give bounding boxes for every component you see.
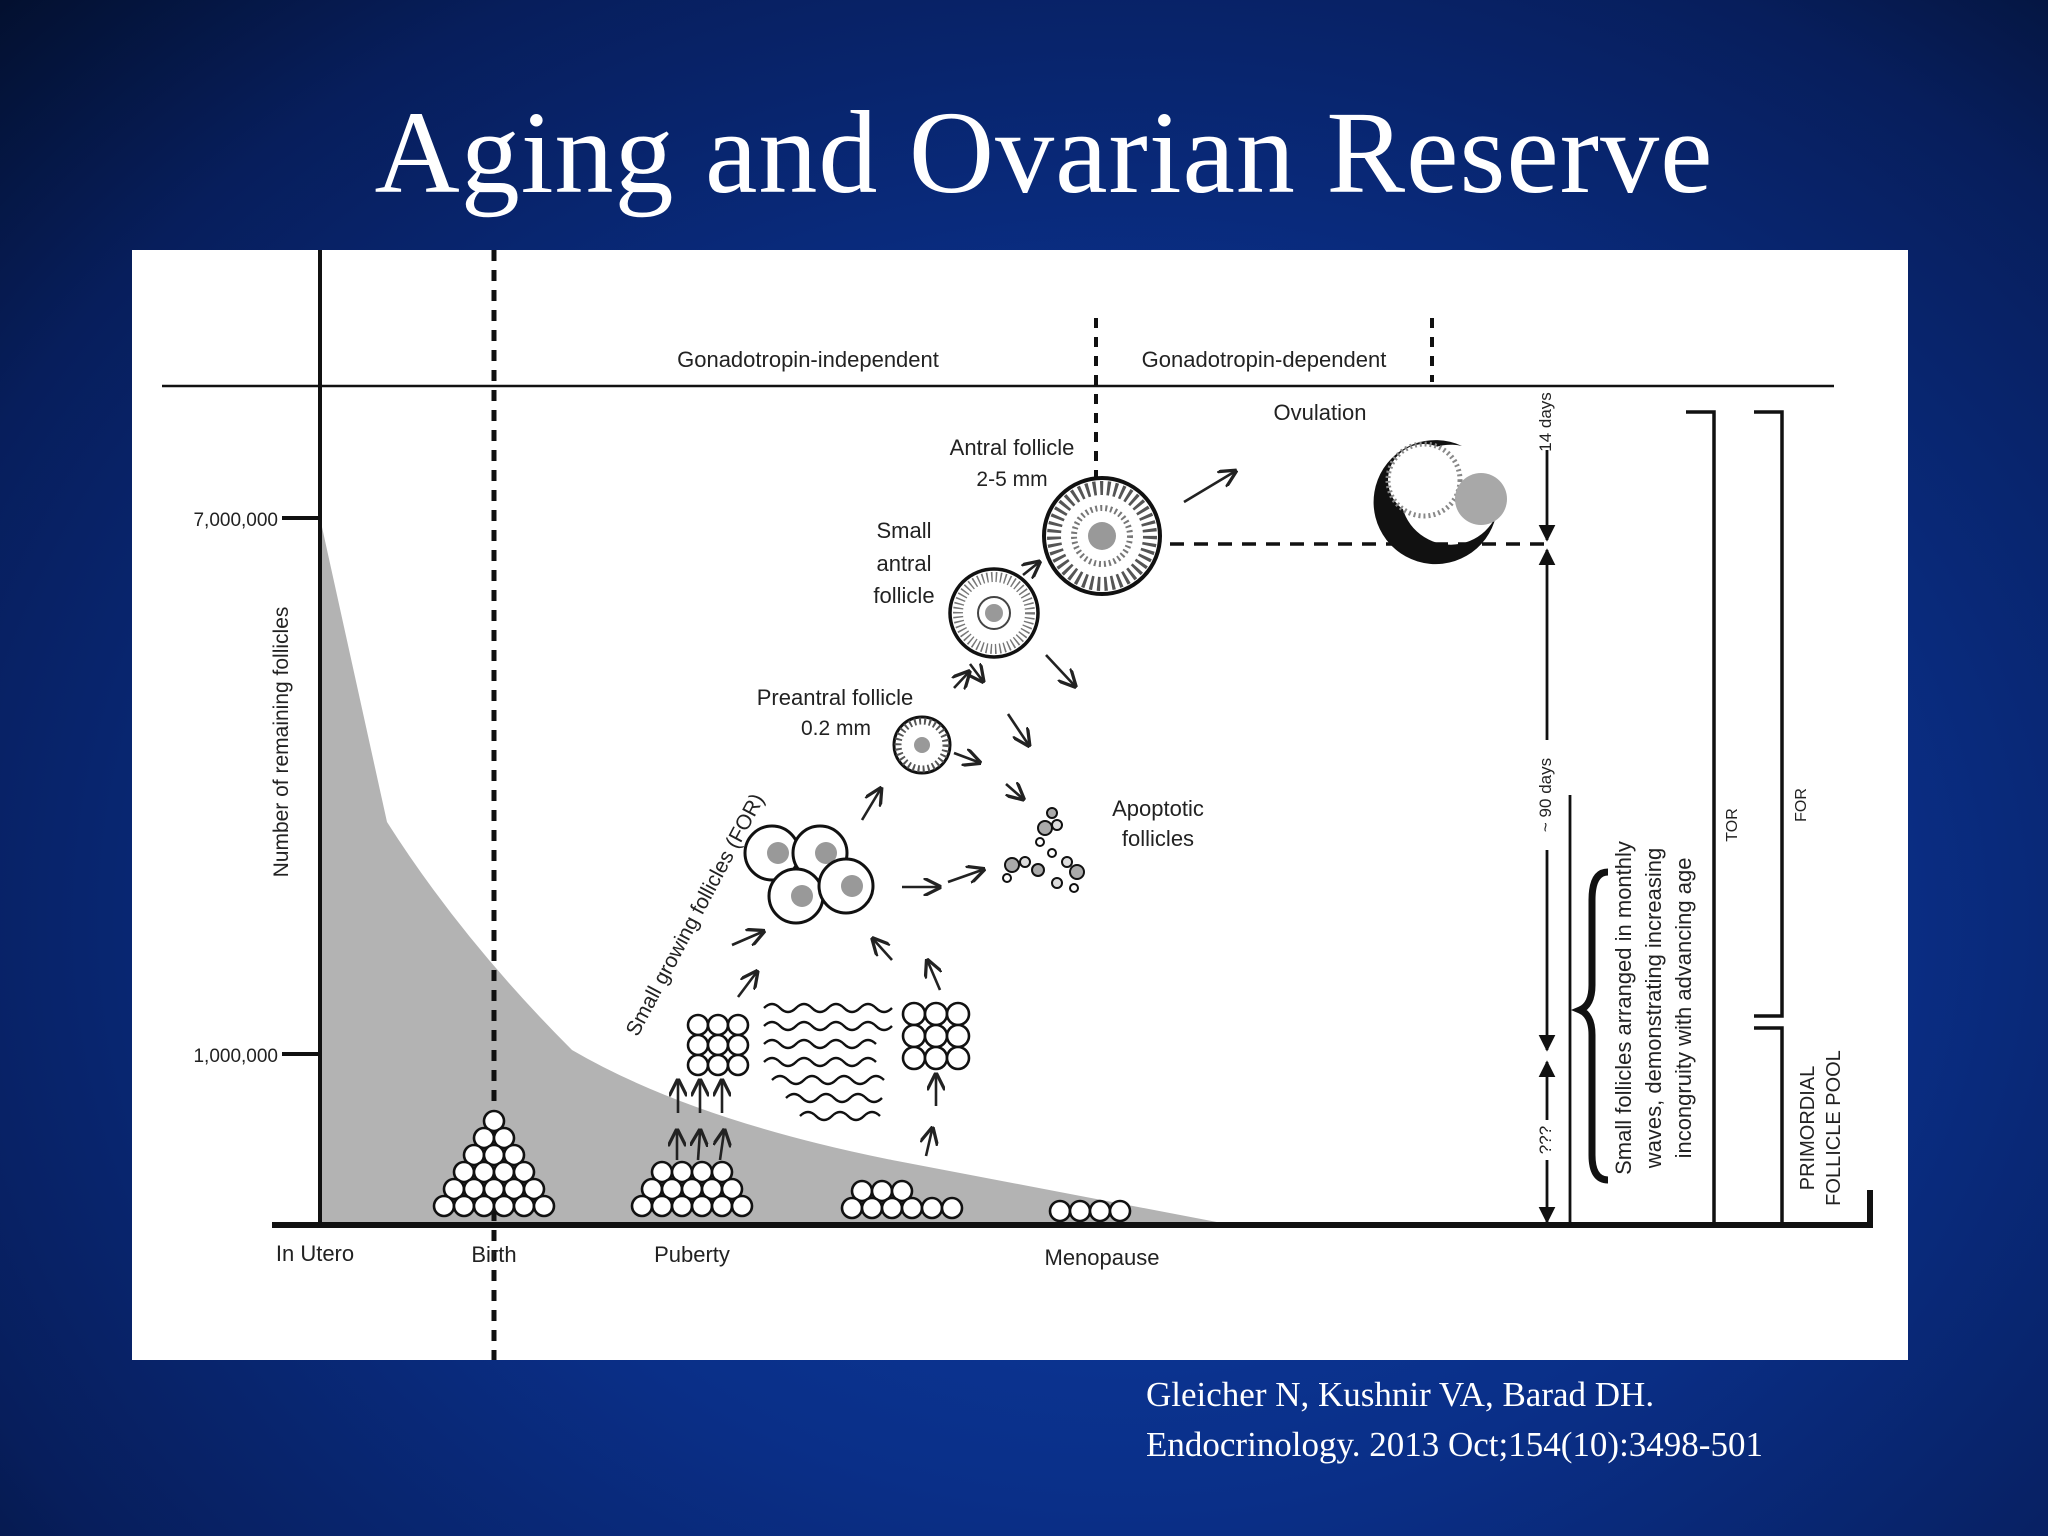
x-label-birth: Birth (471, 1242, 516, 1267)
small-growing-follicles (743, 824, 875, 925)
diagram-panel: 7,000,000 1,000,000 Number of remaining … (132, 250, 1908, 1360)
x-label-puberty: Puberty (654, 1242, 730, 1267)
primordial-pool-puberty (630, 1160, 754, 1218)
progression-arrows (677, 472, 1234, 1161)
follicle-decline-area (320, 518, 1222, 1223)
primordial-pool-label-1: PRIMORDIAL (1797, 1066, 1819, 1190)
antral-follicle (1042, 476, 1162, 596)
tor-bracket (1686, 410, 1716, 1225)
recruited-cluster-left (686, 1013, 750, 1077)
small-antral-label-3: follicle (873, 583, 934, 608)
timeline-unknown: ??? (1536, 1126, 1555, 1154)
x-label-menopause: Menopause (1045, 1245, 1160, 1270)
note-line-2: waves, demonstrating increasing (1641, 848, 1666, 1169)
timeline-14-days: 14 days (1536, 392, 1555, 452)
preantral-label-1: Preantral follicle (757, 685, 914, 710)
for-label: FOR (1793, 788, 1810, 822)
apoptotic-follicles (1002, 807, 1085, 893)
small-antral-follicle (948, 567, 1040, 659)
primordial-pool-mid (840, 1179, 964, 1220)
antral-label-1: Antral follicle (950, 435, 1075, 460)
primordial-pool-label-2: FOLLICLE POOL (1823, 1050, 1845, 1206)
y-tick-high: 7,000,000 (193, 510, 278, 531)
small-antral-label-1: Small (876, 518, 931, 543)
wavy-lines (763, 1002, 893, 1122)
recruited-cluster-right (901, 1001, 971, 1071)
slide-title: Aging and Ovarian Reserve (374, 87, 1714, 218)
tor-label: TOR (1724, 808, 1741, 841)
apoptotic-label-1: Apoptotic (1112, 796, 1204, 821)
ovulation-follicle (1373, 440, 1507, 565)
follicle-diagram: 7,000,000 1,000,000 Number of remaining … (162, 250, 1873, 1360)
apoptotic-label-2: follicles (1122, 826, 1194, 851)
citation: Gleicher N, Kushnir VA, Barad DH. Endocr… (1146, 1370, 1763, 1470)
timeline-arrows (1538, 450, 1572, 1225)
small-antral-label-2: antral (876, 551, 931, 576)
preantral-follicle (892, 715, 952, 775)
for-bracket (1754, 410, 1784, 1225)
y-tick-low: 1,000,000 (193, 1046, 278, 1067)
citation-line-2: Endocrinology. 2013 Oct;154(10):3498-501 (1146, 1425, 1763, 1464)
wave-brace (1570, 868, 1609, 1184)
phase-independent-label: Gonadotropin-independent (677, 347, 939, 372)
antral-label-2: 2-5 mm (976, 468, 1047, 491)
ovulation-label: Ovulation (1274, 400, 1367, 425)
y-axis-label: Number of remaining follicles (270, 607, 293, 878)
timeline-90-days: ~ 90 days (1536, 758, 1555, 832)
note-line-1: Small follicles arranged in monthly (1611, 841, 1636, 1175)
note-line-3: incongruity with advancing age (1671, 858, 1696, 1159)
x-label-in-utero: In Utero (276, 1241, 354, 1266)
primordial-pool-birth (432, 1109, 556, 1218)
primordial-pool-menopause (1048, 1199, 1132, 1223)
small-growing-label: Small growing follicles (FOR) (622, 790, 769, 1040)
phase-dependent-label: Gonadotropin-dependent (1142, 347, 1387, 372)
citation-line-1: Gleicher N, Kushnir VA, Barad DH. (1146, 1375, 1655, 1414)
preantral-label-2: 0.2 mm (801, 717, 871, 740)
